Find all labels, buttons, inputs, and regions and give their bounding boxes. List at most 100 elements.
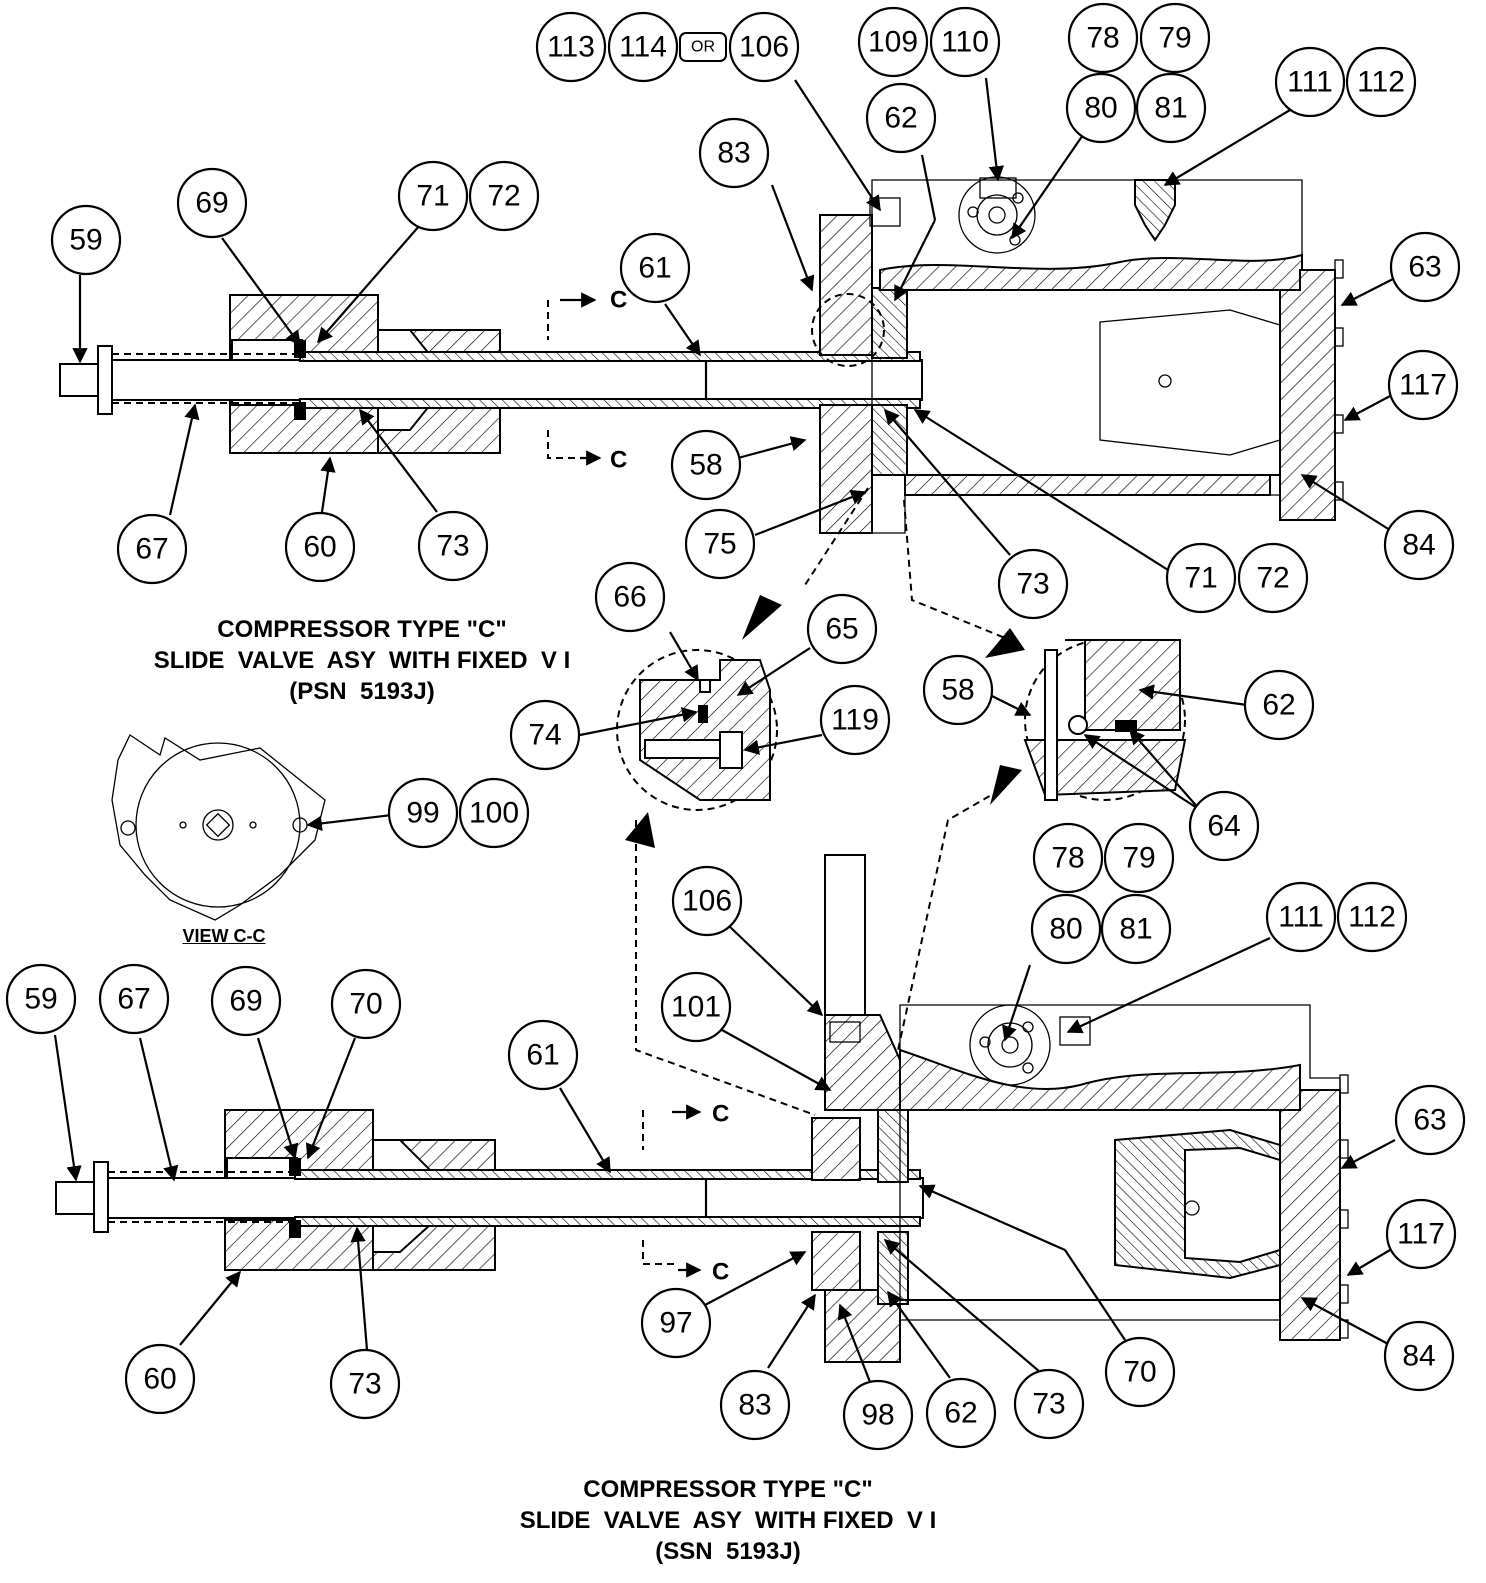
balloon: 117 [1385,1198,1457,1270]
svg-text:106: 106 [739,31,789,64]
svg-text:119: 119 [831,704,879,737]
svg-text:73: 73 [1016,568,1049,601]
svg-text:113: 113 [547,31,595,64]
svg-text:109: 109 [868,26,918,59]
bottom-rod [107,1177,924,1219]
svg-text:73: 73 [436,530,469,563]
or-label: OR [691,39,715,56]
svg-text:79: 79 [1158,22,1191,55]
svg-text:65: 65 [825,613,858,646]
balloon: 71 [1165,542,1237,614]
balloon: 62 [1243,669,1315,741]
svg-text:84: 84 [1402,529,1435,562]
svg-text:59: 59 [69,224,102,257]
svg-text:100: 100 [469,797,519,830]
balloon: 111 [1265,881,1337,953]
balloon: 112 [1345,46,1417,118]
caption-line: COMPRESSOR TYPE "C" [583,1476,873,1503]
svg-text:106: 106 [682,885,732,918]
balloon: 79 [1139,2,1211,74]
balloon: 69 [210,965,282,1037]
svg-text:81: 81 [1119,913,1152,946]
section-marker-c: C [712,1259,729,1286]
svg-text:75: 75 [703,528,736,561]
balloon: 80 [1030,893,1102,965]
bottom-caption: COMPRESSOR TYPE "C" SLIDE VALVE ASY WITH… [378,1474,1078,1567]
caption-line: (SSN 5193J) [655,1538,801,1565]
svg-text:69: 69 [195,187,228,220]
svg-text:97: 97 [659,1307,692,1340]
balloon: 72 [1237,542,1309,614]
balloon: 110 [929,6,1001,78]
balloon: 84 [1383,1320,1455,1392]
balloon: 70 [1104,1336,1176,1408]
balloon: 59 [50,204,122,276]
svg-text:72: 72 [1256,562,1289,595]
svg-text:61: 61 [638,252,671,285]
svg-text:98: 98 [861,1399,894,1432]
balloon: 73 [997,548,1069,620]
balloon: 99 [387,777,459,849]
svg-text:70: 70 [349,988,382,1021]
section-marker-c: C [712,1101,729,1128]
svg-text:64: 64 [1207,810,1240,843]
svg-text:62: 62 [944,1397,977,1430]
balloon: 75 [684,508,756,580]
balloon: 73 [329,1348,401,1420]
bottom-assembly: C C [55,854,1349,1363]
svg-text:78: 78 [1051,842,1084,875]
balloon: 69 [176,167,248,239]
svg-text:60: 60 [143,1363,176,1396]
balloon: 111 [1274,46,1346,118]
balloon: 78 [1032,822,1104,894]
svg-text:83: 83 [717,137,750,170]
balloon: 67 [116,513,188,585]
svg-text:83: 83 [738,1389,771,1422]
balloon: 62 [925,1377,997,1449]
balloon: 78 [1067,2,1139,74]
svg-text:72: 72 [487,180,520,213]
svg-text:111: 111 [1278,901,1324,934]
svg-text:63: 63 [1408,251,1441,284]
section-marker-c: C [610,287,627,314]
balloon: 101 [660,971,732,1043]
balloon: 98 [842,1379,914,1451]
balloon: 71 [397,160,469,232]
caption-line: SLIDE VALVE ASY WITH FIXED V I [153,647,571,674]
svg-text:111: 111 [1287,66,1333,99]
caption-line: (PSN 5193J) [289,678,435,705]
balloon: 119 [819,684,891,756]
balloon: 59 [5,963,77,1035]
svg-text:112: 112 [1348,901,1396,934]
or-box [679,32,727,62]
svg-text:58: 58 [689,449,722,482]
balloon: 84 [1383,509,1455,581]
svg-text:60: 60 [303,531,336,564]
balloon: 112 [1336,881,1408,953]
balloon: 106 [671,865,743,937]
svg-text:71: 71 [416,180,449,213]
svg-text:73: 73 [1032,1388,1065,1421]
svg-text:117: 117 [1397,1218,1445,1251]
svg-text:58: 58 [941,674,974,707]
svg-text:70: 70 [1123,1356,1156,1389]
balloon: 63 [1394,1084,1466,1156]
svg-text:61: 61 [526,1039,559,1072]
balloon: 61 [507,1019,579,1091]
svg-text:73: 73 [348,1368,381,1401]
svg-text:62: 62 [884,102,917,135]
balloon: 58 [922,654,994,726]
balloon: 72 [468,160,540,232]
svg-text:79: 79 [1122,842,1155,875]
svg-text:71: 71 [1184,562,1217,595]
leaders [53,77,1396,1383]
svg-text:74: 74 [528,719,561,752]
top-caption: COMPRESSOR TYPE "C" SLIDE VALVE ASY WITH… [12,614,712,707]
balloon: 73 [1013,1368,1085,1440]
caption-line: COMPRESSOR TYPE "C" [217,616,507,643]
svg-text:69: 69 [229,985,262,1018]
top-assembly: C C [59,176,1344,534]
section-marker-c: C [610,447,627,474]
svg-text:117: 117 [1399,369,1447,402]
